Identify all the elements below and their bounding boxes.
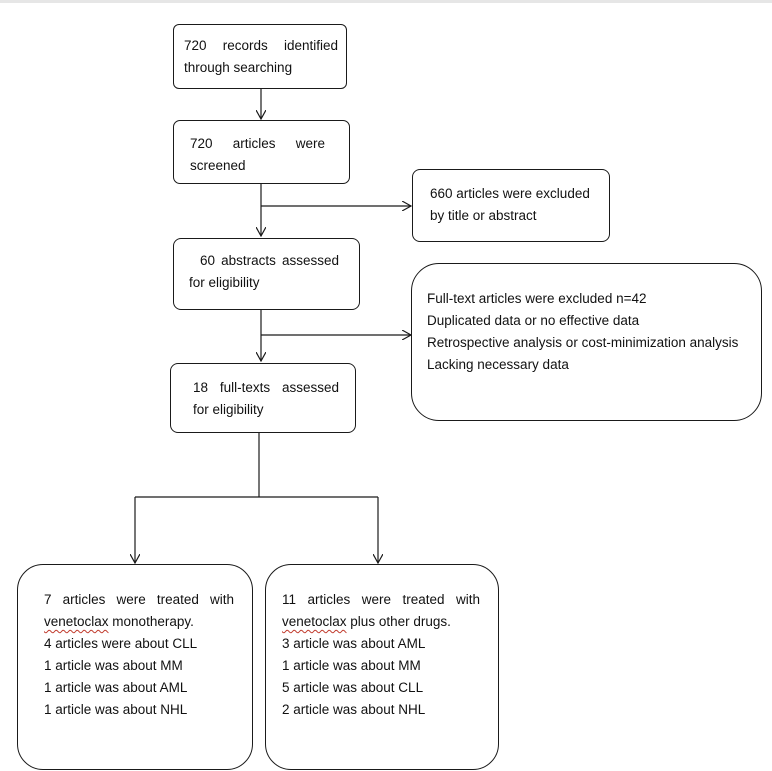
top-border: [0, 0, 772, 3]
combination-item-1: 3 article was about AML: [282, 636, 426, 651]
combination-drug-name: venetoclax: [282, 614, 347, 629]
fulltexts-assessed-box: 18 full-texts assessed for eligibility: [170, 363, 356, 433]
combination-item-2: 1 article was about MM: [282, 658, 421, 673]
records-identified-line1: 720 records identified: [184, 38, 338, 53]
combination-line1: 11 articles were treated with: [282, 592, 480, 607]
abstracts-assessed-line1: 60 abstracts assessed: [200, 253, 339, 268]
excluded-title-line1: 660 articles were excluded: [430, 186, 590, 201]
fulltext-excluded-line3: Retrospective analysis or cost-minimizat…: [427, 335, 739, 350]
abstracts-assessed-line2: for eligibility: [189, 275, 260, 290]
monotherapy-item-1: 4 articles were about CLL: [44, 636, 198, 651]
fulltext-excluded-line4: Lacking necessary data: [427, 357, 569, 372]
articles-screened-line2: screened: [190, 158, 246, 173]
monotherapy-drug-name: venetoclax: [44, 614, 109, 629]
abstracts-assessed-box: 60 abstracts assessed for eligibility: [173, 238, 360, 310]
combination-item-4: 2 article was about NHL: [282, 702, 426, 717]
combination-item-3: 5 article was about CLL: [282, 680, 424, 695]
combination-line2-rest: plus other drugs.: [346, 614, 451, 629]
monotherapy-item-3: 1 article was about AML: [44, 680, 188, 695]
fulltext-excluded-line1: Full-text articles were excluded n=42: [427, 291, 647, 306]
monotherapy-item-2: 1 article was about MM: [44, 658, 183, 673]
monotherapy-box: 7 articles were treated with venetoclax …: [17, 564, 253, 770]
monotherapy-item-4: 1 article was about NHL: [44, 702, 188, 717]
monotherapy-line2-rest: monotherapy.: [108, 614, 194, 629]
excluded-title-box: 660 articles were excluded by title or a…: [412, 169, 610, 242]
records-identified-line2: through searching: [184, 60, 293, 75]
monotherapy-line1: 7 articles were treated with: [44, 592, 234, 607]
monotherapy-line2: venetoclax monotherapy.: [44, 611, 234, 633]
combination-box: 11 articles were treated with venetoclax…: [265, 564, 499, 770]
articles-screened-line1: 720 articles were: [190, 136, 325, 151]
fulltext-excluded-box: Full-text articles were excluded n=42 Du…: [411, 263, 762, 421]
fulltexts-assessed-line1: 18 full-texts assessed: [193, 380, 339, 395]
records-identified-box: 720 records identified through searching: [173, 24, 347, 89]
fulltext-excluded-line2: Duplicated data or no effective data: [427, 313, 640, 328]
combination-line2: venetoclax plus other drugs.: [282, 611, 480, 633]
articles-screened-box: 720 articles were screened: [173, 120, 350, 184]
fulltexts-assessed-line2: for eligibility: [193, 402, 264, 417]
excluded-title-line2: by title or abstract: [430, 208, 537, 223]
